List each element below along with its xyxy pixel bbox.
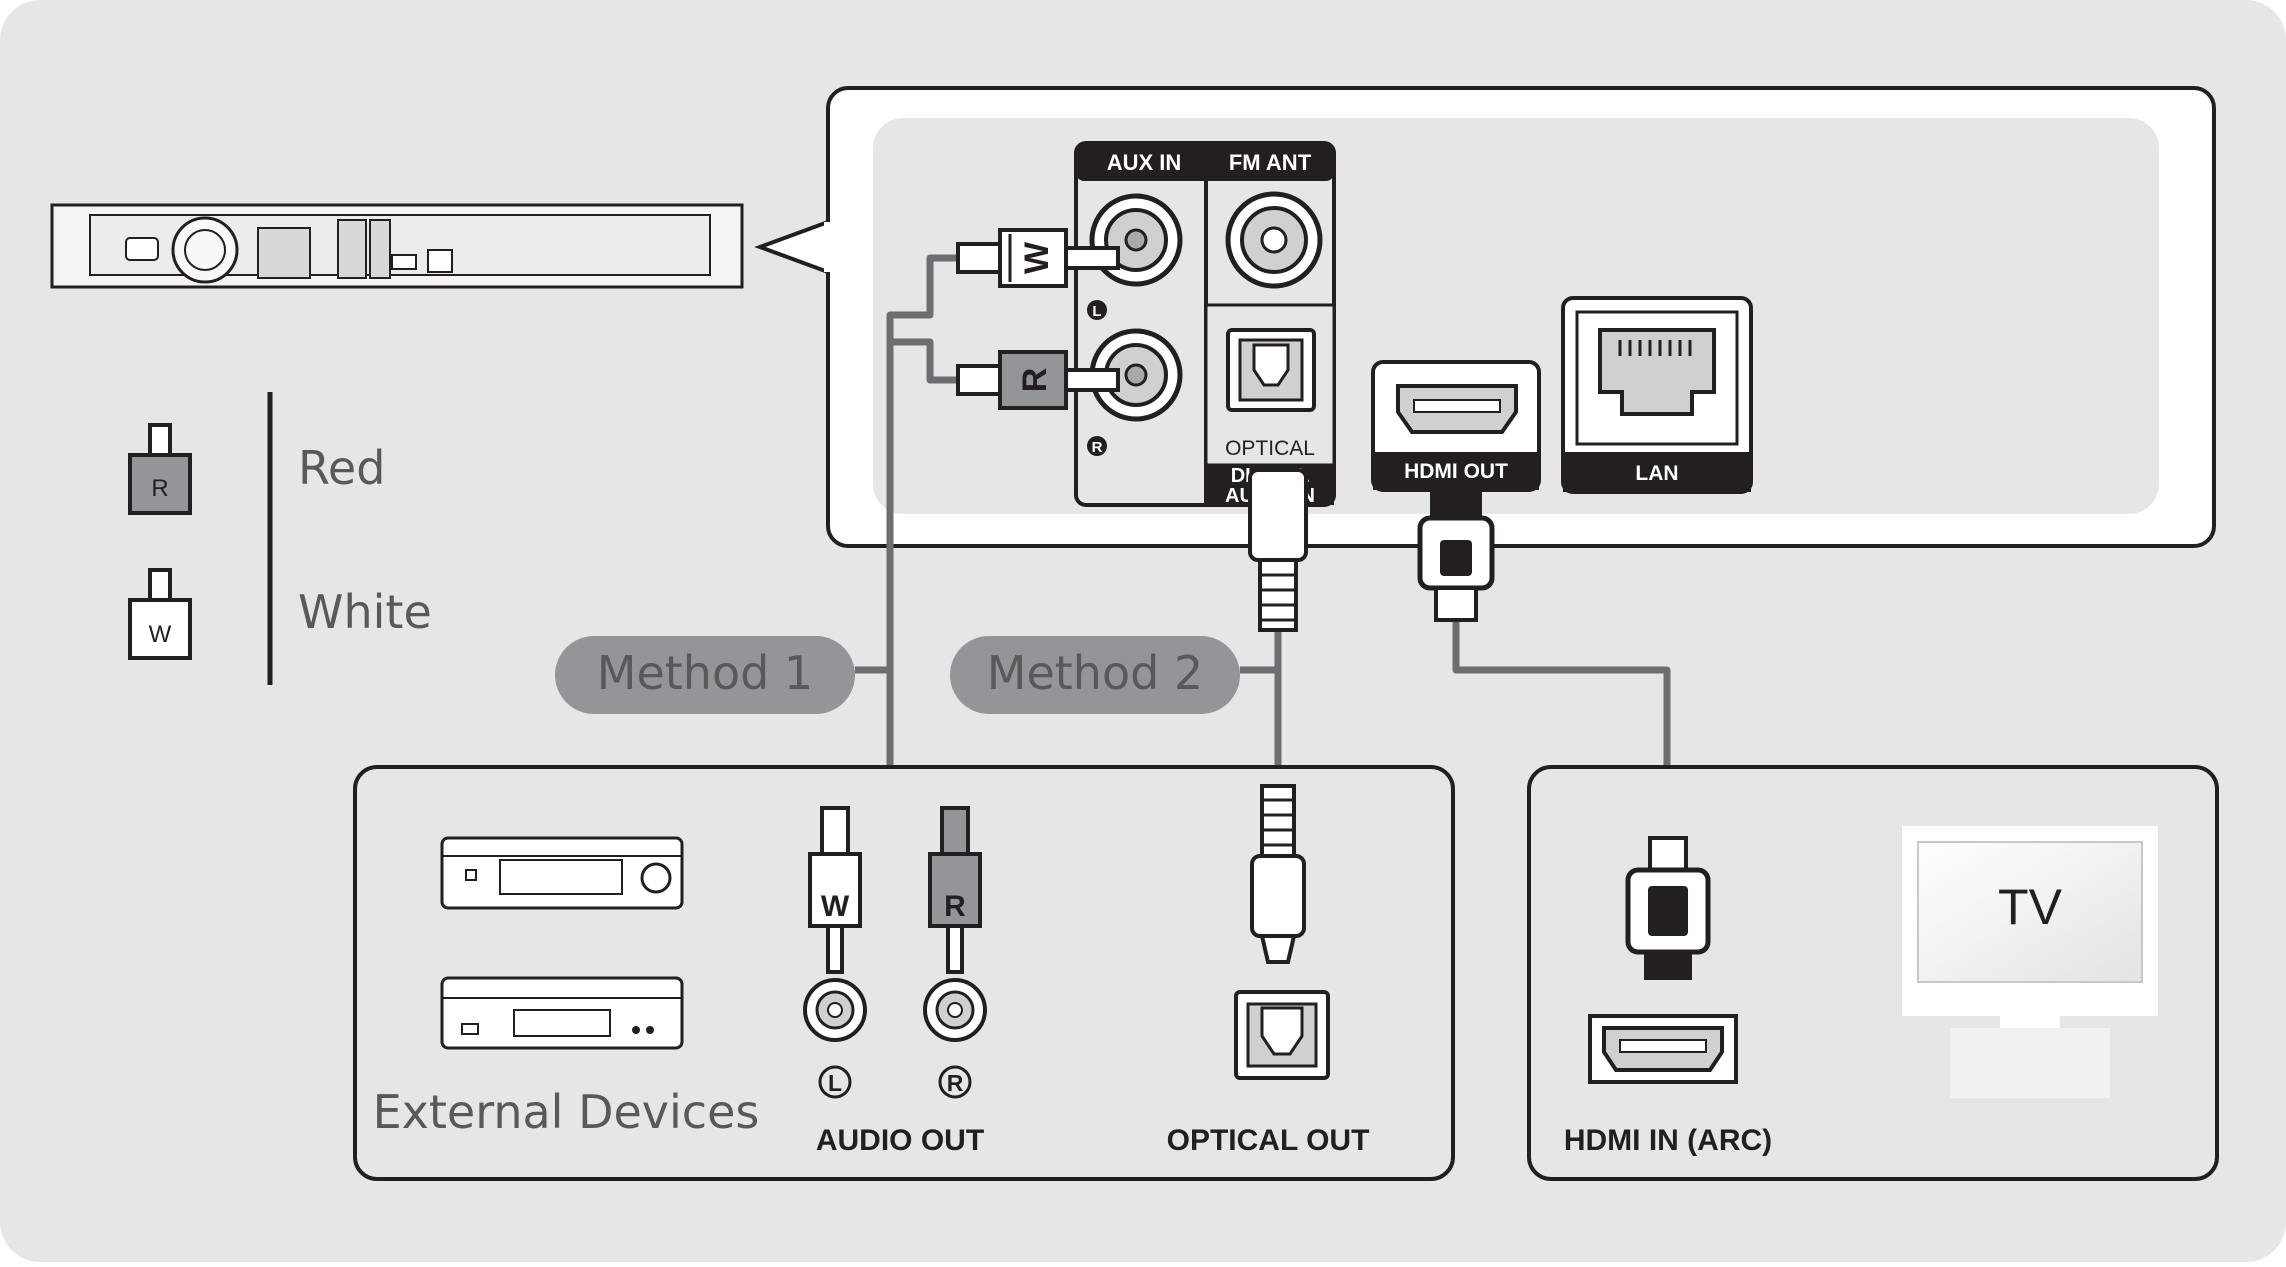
audio-out-label: AUDIO OUT	[816, 1124, 984, 1157]
method-2-pill: Method 2	[950, 636, 1240, 714]
hdmi-out-port	[1371, 360, 1541, 492]
external-device-player-1	[440, 836, 684, 910]
hdmi-plug-unit	[1417, 490, 1495, 622]
hdmi-in-arc-port	[1588, 1014, 1738, 1084]
external-device-player-2	[440, 976, 684, 1050]
aux-in-label: AUX IN	[1107, 150, 1182, 175]
aux-right-marker: R	[1092, 439, 1103, 456]
aux-left-marker: L	[1092, 303, 1101, 320]
plug-red-letter: R	[1016, 368, 1054, 393]
hdmi-plug-tv	[1625, 836, 1711, 980]
plug-white-letter: W	[1018, 241, 1056, 274]
optical-plug-unit	[1248, 468, 1308, 632]
optical-in-jack	[1226, 328, 1316, 412]
external-devices-panel: External Devices W R L R AUDIO	[353, 765, 1455, 1181]
legend-plug-red: R	[128, 423, 192, 515]
device-plug-white-letter: W	[821, 890, 850, 923]
lan-label: LAN	[1635, 462, 1678, 485]
color-legend: R Red W White	[128, 392, 432, 685]
method-1-pill: Method 1	[555, 636, 855, 714]
audio-out-left-marker: L	[828, 1070, 842, 1096]
hdmi-out-label: HDMI OUT	[1404, 460, 1508, 483]
rca-plug-white-device: W	[808, 806, 862, 974]
legend-white-letter: W	[149, 621, 172, 648]
aux-in-right-jack	[1089, 328, 1183, 422]
rca-plug-red-unit: R	[956, 350, 1120, 410]
method-1-label: Method 1	[597, 646, 813, 700]
legend-plug-white: W	[128, 568, 192, 660]
hdmi-cable	[1452, 620, 1671, 838]
audio-out-left-jack	[803, 978, 867, 1042]
hdmi-in-arc-label: HDMI IN (ARC)	[1564, 1124, 1772, 1157]
method-2-label: Method 2	[987, 646, 1203, 700]
tv-panel: HDMI IN (ARC) TV	[1527, 765, 2219, 1181]
rca-plug-white-unit: W	[956, 228, 1120, 288]
rca-plug-red-device: R	[928, 806, 982, 974]
audio-out-right-marker: R	[947, 1070, 964, 1096]
legend-red-letter: R	[151, 475, 168, 502]
audio-out-right-jack	[923, 978, 987, 1042]
lan-port	[1561, 296, 1753, 494]
aux-in-left-jack	[1089, 193, 1183, 287]
tv-set: TV	[1902, 826, 2158, 1098]
fm-ant-label: FM ANT	[1229, 150, 1312, 175]
fm-antenna-jack	[1225, 191, 1323, 289]
device-plug-red-letter: R	[944, 890, 966, 923]
optical-out-jack	[1234, 990, 1330, 1080]
external-devices-title: External Devices	[373, 1085, 760, 1139]
tv-label: TV	[1998, 879, 2063, 935]
unit-rear-panel-zoom: AUX IN FM ANT L R OPTICAL DIGITAL AUDIO …	[824, 86, 2216, 548]
legend-red-label: Red	[298, 441, 385, 495]
legend-white-label: White	[298, 585, 432, 639]
optical-plug-device	[1250, 784, 1306, 964]
optical-out-label: OPTICAL OUT	[1167, 1124, 1370, 1157]
player-rear-thumbnail	[50, 203, 830, 289]
optical-label: OPTICAL	[1225, 437, 1315, 460]
